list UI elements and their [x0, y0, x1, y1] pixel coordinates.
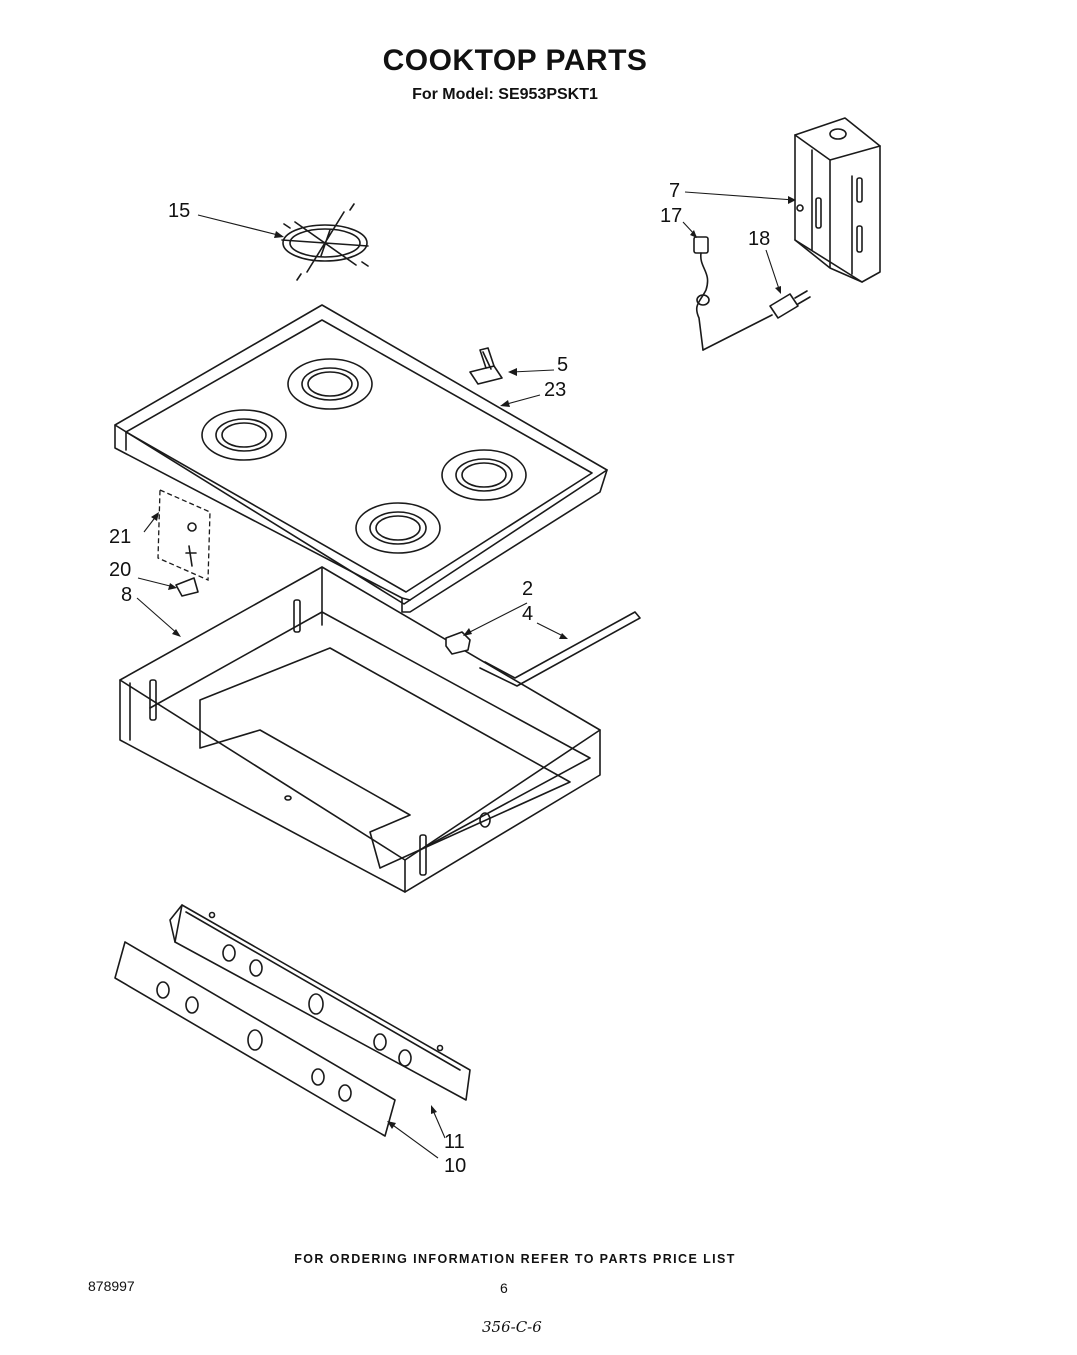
clip-part	[469, 347, 503, 385]
callout-18: 18	[748, 228, 770, 250]
callout-10: 10	[444, 1155, 466, 1177]
document-number: 878997	[88, 1278, 135, 1294]
callout-11: 11	[444, 1131, 465, 1153]
handwritten-note: 356-C-6	[482, 1318, 542, 1336]
page-number: 6	[500, 1280, 508, 1296]
burner-grate-part	[281, 203, 369, 281]
orifice-and-tube-part	[445, 611, 641, 687]
callout-4: 4	[522, 603, 533, 625]
callout-17: 17	[660, 205, 682, 227]
terminal-and-cord-part	[693, 236, 811, 351]
callout-23: 23	[544, 379, 566, 401]
callout-20: 20	[109, 559, 131, 581]
control-panel-part	[114, 904, 471, 1137]
ordering-note: FOR ORDERING INFORMATION REFER TO PARTS …	[294, 1252, 736, 1266]
callout-21: 21	[109, 526, 131, 548]
callout-2: 2	[522, 578, 533, 600]
callout-8: 8	[121, 584, 132, 606]
callout-7: 7	[669, 180, 680, 202]
junction-box-part	[794, 117, 881, 283]
page-title: COOKTOP PARTS	[382, 44, 648, 77]
callout-5: 5	[557, 354, 568, 376]
cooktop-part	[114, 304, 608, 613]
shield-and-screw-part	[157, 489, 211, 597]
leader-lines	[136, 191, 796, 1159]
model-subtitle: For Model: SE953PSKT1	[412, 86, 598, 103]
burner-box-part	[119, 566, 601, 893]
callout-15: 15	[168, 200, 190, 222]
